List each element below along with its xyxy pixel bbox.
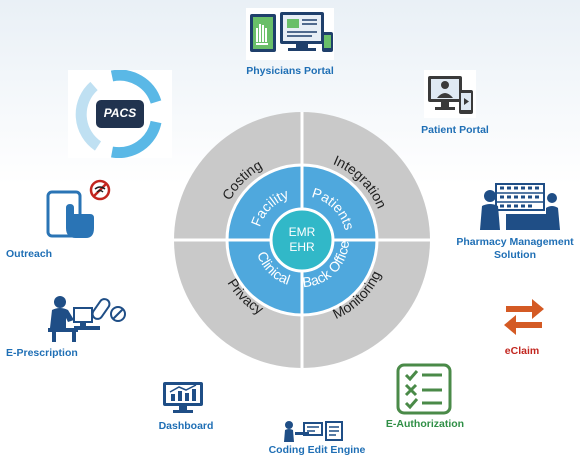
- center-label-emr: EMR: [289, 225, 316, 239]
- physicians-portal-label: Physicians Portal: [246, 65, 334, 77]
- checklist-icon: [396, 363, 452, 415]
- coding-edit-engine-label: Coding Edit Engine: [268, 444, 366, 456]
- cycle-icon: [68, 70, 172, 158]
- eclaim-label: eClaim: [504, 345, 540, 357]
- chart-monitor-icon: [163, 382, 203, 413]
- pacs-badge-label: PACS: [103, 106, 137, 120]
- exchange-arrows-icon: [504, 299, 544, 335]
- center-circle: [269, 207, 335, 273]
- pharmacy-label-line2: Solution: [494, 249, 536, 261]
- coding-icon: [284, 421, 343, 442]
- doctor-desk-icon: [48, 296, 126, 342]
- monitor-icon: [424, 70, 476, 118]
- tablet-touch-icon: [46, 179, 111, 238]
- dashboard-label: Dashboard: [158, 420, 214, 432]
- devices-icon: [246, 8, 334, 60]
- e-prescription-label: E-Prescription: [6, 347, 78, 359]
- outreach-label: Outreach: [6, 248, 53, 260]
- pharmacy-label-line1: Pharmacy Management: [456, 236, 574, 248]
- pharmacy-icon: [480, 183, 560, 230]
- center-label-ehr: EHR: [289, 240, 315, 254]
- hub-diagram: Costing Integration Privacy Monitoring F…: [174, 112, 430, 368]
- patient-portal-label: Patient Portal: [421, 124, 489, 136]
- e-authorization-label: E-Authorization: [385, 418, 465, 430]
